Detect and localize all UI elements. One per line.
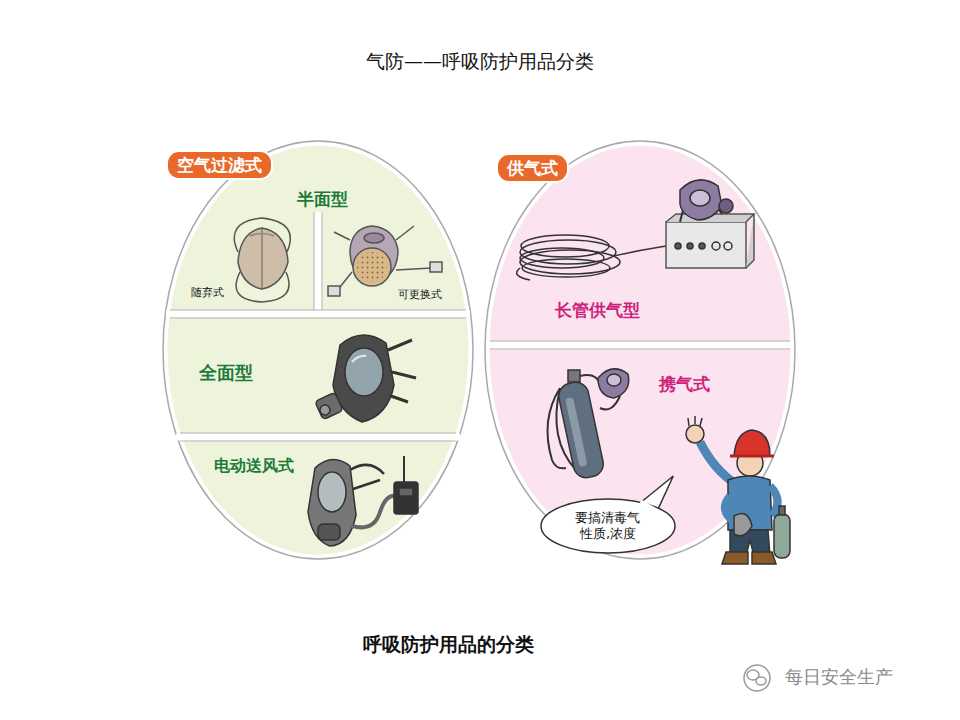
air-line-band: 长管供气型	[492, 180, 788, 338]
type-label: 长管供气型	[555, 300, 640, 320]
divider-edge	[170, 212, 790, 441]
disposable-cell: 随弃式	[170, 212, 312, 308]
full-face-band: 全面型	[172, 320, 470, 432]
diagram-caption: 呼吸防护用品的分类	[363, 633, 534, 656]
worker-figure	[686, 416, 790, 564]
watermark: 每日安全生产	[785, 666, 893, 688]
category-badge: 供气式	[496, 153, 569, 183]
speech-bubble: 要搞清毒气性质,浓度	[540, 498, 676, 554]
type-label: 可更换式	[398, 288, 442, 301]
powered-air-band: 电动送风式	[180, 442, 464, 552]
air-hose-supply	[517, 180, 754, 280]
region-ellipse	[487, 143, 793, 557]
disposable-mask	[234, 218, 290, 302]
cartridge-half-mask	[328, 226, 442, 296]
type-label: 随弃式	[191, 286, 224, 299]
section-divider	[166, 212, 794, 437]
powered-air-respirator	[308, 456, 418, 546]
breathing-apparatus	[548, 369, 629, 480]
bubble-outline	[541, 499, 675, 553]
category-badge: 空气过滤式	[166, 150, 273, 180]
type-label: 全面型	[199, 362, 253, 384]
replaceable-cell: 可更换式	[324, 212, 466, 308]
region-border	[485, 141, 795, 559]
bubble-joint	[641, 501, 655, 509]
wechat-icon	[744, 665, 770, 691]
full-face-mask	[315, 335, 416, 422]
scba-band: 携气式要搞清毒气性质,浓度	[492, 352, 788, 552]
half-face-band: 半面型随弃式 可更换式	[166, 182, 470, 310]
bubble-text: 要搞清毒气性质,浓度	[574, 510, 643, 543]
supplied-air-region: 供气式长管供气型携气式要搞清毒气性质,浓度	[484, 140, 796, 560]
type-label: 携气式	[659, 374, 710, 394]
filter-type-region: 空气过滤式半面型随弃式 可更换式全面型电动送风式	[162, 140, 474, 560]
region-outline	[484, 140, 796, 560]
type-label: 电动送风式	[214, 456, 294, 475]
type-label: 半面型	[297, 189, 348, 209]
region-ellipse	[165, 143, 471, 557]
region-border	[163, 141, 473, 559]
diagram-title: 气防——呼吸防护用品分类	[366, 50, 594, 73]
